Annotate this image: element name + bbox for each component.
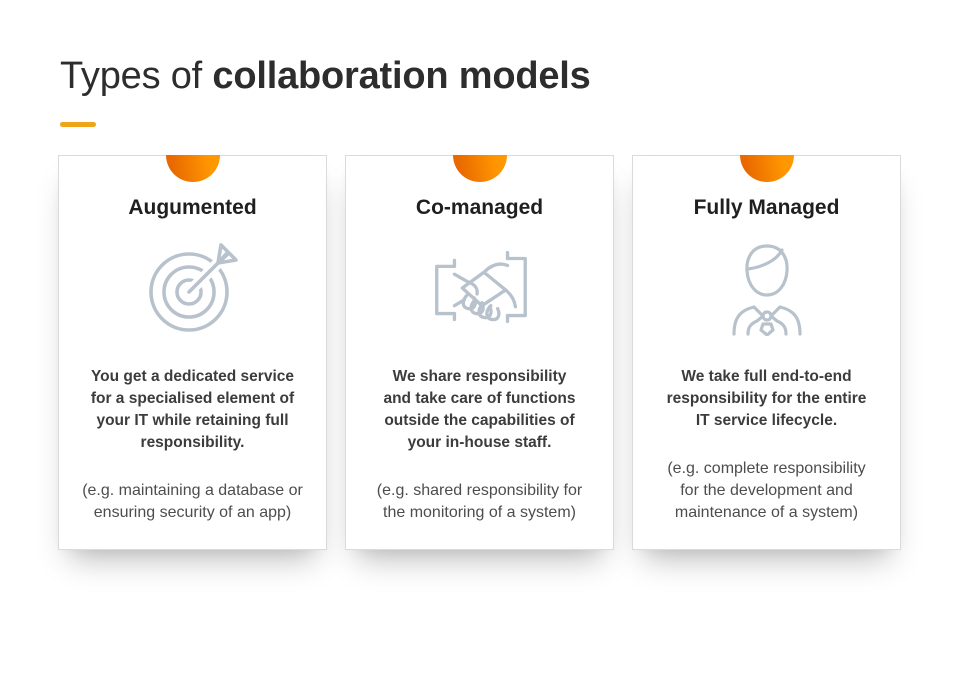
- card-title: Augumented: [128, 196, 257, 219]
- title-accent-bar: [60, 122, 96, 127]
- page-title-bold: collaboration models: [212, 55, 591, 97]
- collaboration-models-infographic: Types of collaboration models Augumented…: [0, 56, 960, 550]
- cards-row: Augumented You get a dedicated service f…: [58, 155, 960, 550]
- target-arrow-icon: [59, 238, 326, 338]
- page-title-light: Types of: [60, 55, 203, 97]
- card-example: (e.g. maintaining a database or ensuring…: [82, 482, 303, 521]
- orange-semicircle: [452, 155, 507, 182]
- handshake-icon: [346, 238, 613, 338]
- card-description: We take full end-to-end responsibility f…: [666, 368, 867, 429]
- card-fully-managed: Fully Managed We take full end-to-end re…: [632, 155, 901, 550]
- card-title: Co-managed: [415, 196, 544, 219]
- card-example: (e.g. complete responsibility for the de…: [667, 460, 866, 521]
- card-example: (e.g. shared responsibility for the moni…: [376, 482, 583, 521]
- card-co-managed: Co-managed: [345, 155, 614, 550]
- orange-semicircle: [165, 155, 220, 182]
- card-description: You get a dedicated service for a specia…: [90, 368, 295, 451]
- card-description: We share responsibility and take care of…: [383, 368, 576, 451]
- card-augmented: Augumented You get a dedicated service f…: [58, 155, 327, 550]
- businessman-icon: [633, 238, 900, 338]
- page-title: Types of collaboration models: [60, 56, 960, 96]
- header: Types of collaboration models: [60, 56, 960, 127]
- card-title: Fully Managed: [693, 196, 840, 219]
- orange-semicircle: [739, 155, 794, 182]
